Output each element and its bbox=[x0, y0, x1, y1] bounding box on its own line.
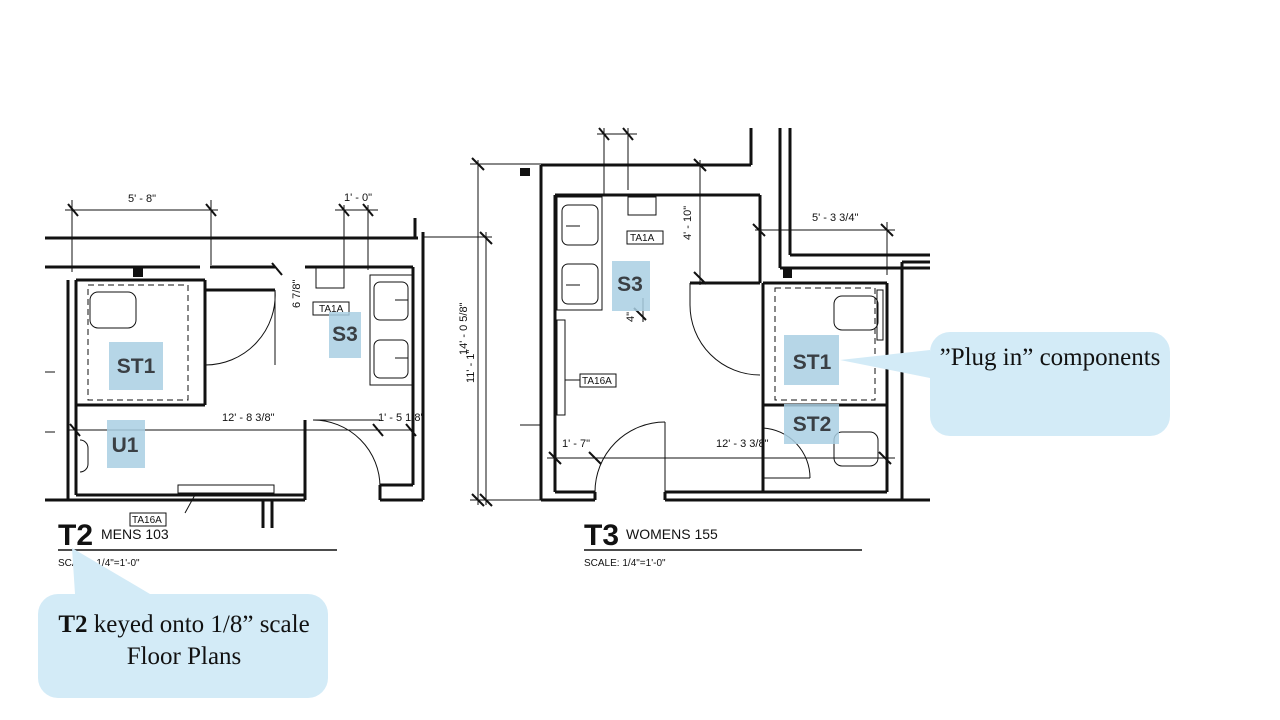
t2-callout-text: T2 keyed onto 1/8” scale Floor Plans bbox=[45, 609, 323, 673]
t2-plan: TA1A TA16A 5' - 8" 1' - 0" 6 7/8" 12' - … bbox=[45, 192, 425, 569]
t2-room-name: MENS 103 bbox=[101, 526, 169, 542]
t3-dim-4-10: 4' - 10" bbox=[682, 206, 694, 240]
t3-tag-ta1a: TA1A bbox=[630, 233, 655, 244]
plug-in-callout-bubble bbox=[840, 332, 1170, 436]
t2-dim-6-7-8: 6 7/8" bbox=[291, 280, 303, 308]
t3-dim-5-3: 5' - 3 3/4" bbox=[812, 212, 858, 224]
t2-s3-label: S3 bbox=[332, 323, 358, 346]
t2-tag-ta16a: TA16A bbox=[132, 515, 162, 526]
t2-dim-1-5: 1' - 5 1/8" bbox=[378, 412, 424, 424]
t2-dim-1-0: 1' - 0" bbox=[344, 192, 372, 204]
t2-tag-ta1a: TA1A bbox=[319, 304, 344, 315]
t3-dim-1-7: 1' - 7" bbox=[562, 438, 590, 450]
t3-s3-highlight bbox=[612, 261, 650, 311]
t3-dim-14-0: 14' - 0 5/8" bbox=[458, 302, 470, 355]
t3-st1-highlight bbox=[784, 335, 839, 385]
t2-dim-12-8: 12' - 8 3/8" bbox=[222, 412, 275, 424]
t3-title: T3 bbox=[584, 519, 619, 552]
t3-s3-label: S3 bbox=[617, 273, 643, 296]
t2-s3-highlight bbox=[329, 312, 361, 358]
t2-title: T2 bbox=[58, 519, 93, 552]
plug-in-callout-text: ”Plug in” components bbox=[939, 344, 1161, 371]
t2-st1-label: ST1 bbox=[117, 355, 156, 378]
t2-callout-bold: T2 bbox=[58, 611, 88, 638]
t2-dim-5-8: 5' - 8" bbox=[128, 193, 156, 205]
t3-dim-4: 4" bbox=[625, 312, 637, 322]
t3-room-name: WOMENS 155 bbox=[626, 526, 718, 542]
t3-tag-ta16a: TA16A bbox=[582, 376, 612, 387]
t2-u1-highlight bbox=[107, 420, 145, 468]
t3-scale: SCALE: 1/4"=1'-0" bbox=[584, 558, 666, 569]
t3-st1-label: ST1 bbox=[793, 351, 832, 374]
t2-st1-highlight bbox=[109, 342, 163, 390]
t2-callout-bubble bbox=[38, 548, 328, 698]
t3-st2-label: ST2 bbox=[793, 413, 832, 436]
t2-u1-label: U1 bbox=[112, 434, 139, 457]
t3-dim-12-3: 12' - 3 3/8" bbox=[716, 438, 769, 450]
t2-callout-rest: keyed onto 1/8” scale Floor Plans bbox=[87, 611, 310, 670]
t3-st2-highlight bbox=[784, 404, 839, 444]
t3-dim-11-1: 11' - 1" bbox=[465, 350, 477, 383]
t2-scale: SCALE: 1/4"=1'-0" bbox=[58, 558, 140, 569]
t3-plan: TA1A TA16A 11' - 1" 14' - 0 bbox=[423, 127, 930, 569]
